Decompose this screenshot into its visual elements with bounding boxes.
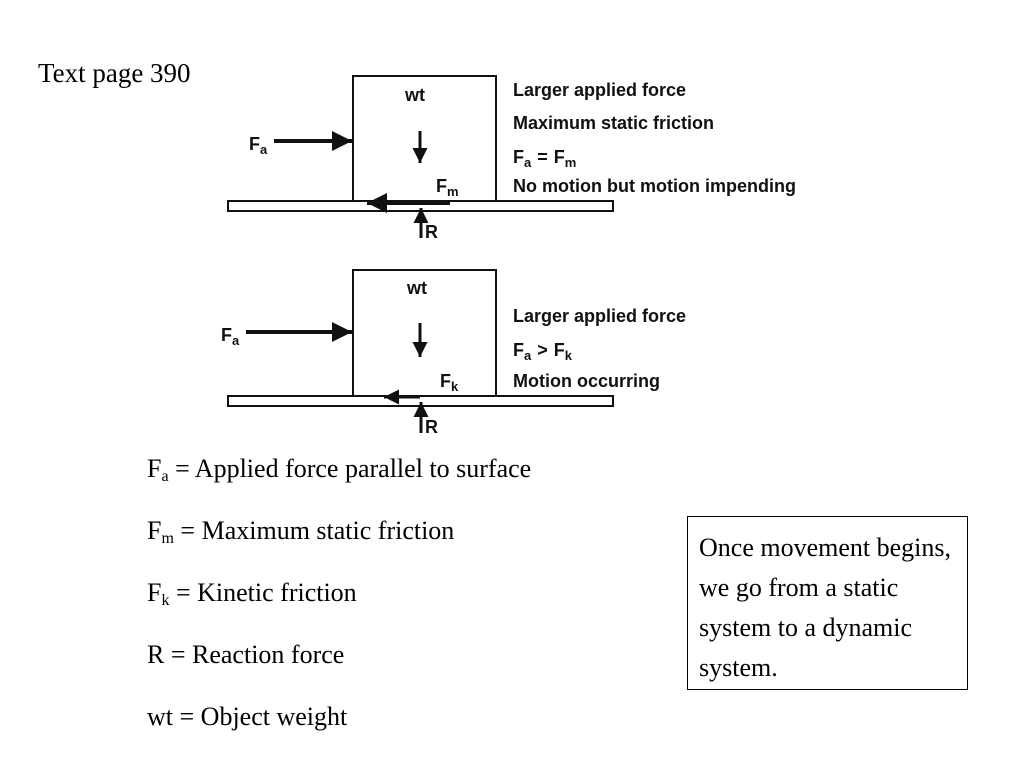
object-block — [352, 75, 497, 202]
applied-force-label: Fa — [221, 325, 240, 348]
diagram-kinetic: wt Fa Fk R Larger applied force Fa>Fk Mo… — [221, 269, 686, 437]
object-block — [352, 269, 497, 397]
definition-item: wt = Object weight — [147, 702, 348, 731]
definition-item: Fk = Kinetic friction — [147, 578, 357, 609]
desc-line: No motion but motion impending — [513, 176, 796, 196]
force-equation: Fa=Fm — [513, 147, 576, 170]
definitions-list: Fa = Applied force parallel to surface F… — [147, 452, 531, 762]
desc-line: Maximum static friction — [513, 113, 714, 133]
reaction-label: R — [425, 222, 438, 242]
desc-line: Larger applied force — [513, 306, 686, 326]
weight-label: wt — [406, 278, 427, 298]
applied-force-label: Fa — [249, 134, 268, 157]
diagram-static: wt Fa Fm R Larger applied force Maximum … — [227, 75, 796, 242]
desc-line: Motion occurring — [513, 371, 660, 391]
weight-label: wt — [404, 85, 425, 105]
page-reference: Text page 390 — [38, 58, 191, 88]
definition-item: R = Reaction force — [147, 640, 345, 669]
desc-line: Larger applied force — [513, 80, 686, 100]
note-box: Once movement begins, we go from a stati… — [687, 516, 968, 690]
friction-diagrams: wt Fa Fm R Larger applied force Maximum … — [221, 75, 796, 437]
reaction-label: R — [425, 417, 438, 437]
friction-label: Fk — [440, 371, 459, 394]
force-inequality: Fa>Fk — [513, 340, 573, 363]
friction-label: Fm — [436, 176, 459, 199]
definition-item: Fa = Applied force parallel to surface — [147, 454, 532, 485]
definition-item: Fm = Maximum static friction — [147, 516, 455, 547]
